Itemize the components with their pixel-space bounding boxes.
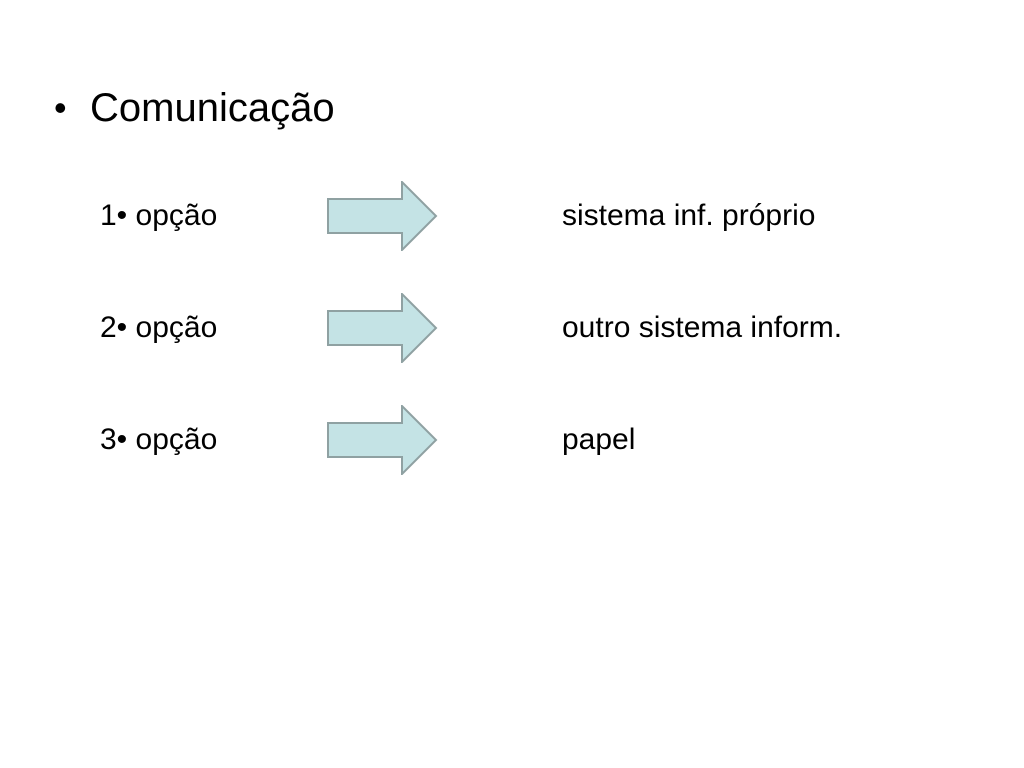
option-label: 3• opção [100, 423, 218, 456]
option-row-2: 2• opção outro sistema inform. [100, 293, 980, 363]
slide-title: Comunicação [90, 86, 335, 130]
option-row-1: 1• opção sistema inf. próprio [100, 181, 980, 251]
option-label: 1• opção [100, 199, 218, 232]
title-bullet: • [54, 87, 67, 128]
right-arrow-icon [327, 181, 438, 251]
title-row: • Comunicação [54, 80, 335, 136]
right-arrow-icon [327, 405, 438, 475]
option-label: 2• opção [100, 311, 218, 344]
option-row-3: 3• opção papel [100, 405, 980, 475]
option-target: sistema inf. próprio [562, 199, 816, 232]
option-target: papel [562, 423, 636, 456]
option-target: outro sistema inform. [562, 311, 843, 344]
right-arrow-icon [327, 293, 438, 363]
